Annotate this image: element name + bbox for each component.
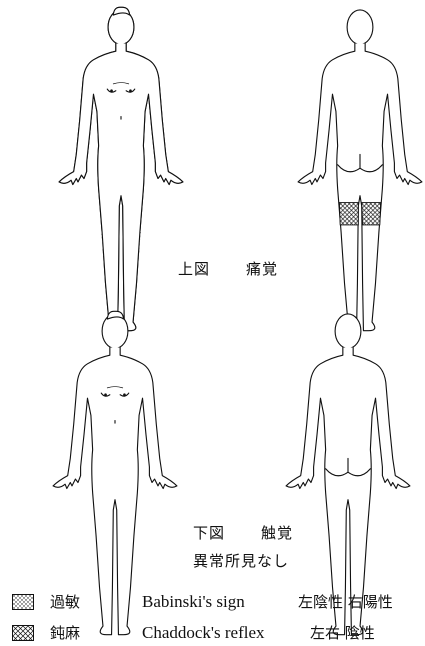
upper-back-shading [339, 203, 380, 225]
reflex-result-babinski: 左陰性 右陽性 [298, 591, 393, 612]
legend-label-hypo: 鈍麻 [50, 622, 142, 643]
crosshatch-swatch-icon [12, 625, 34, 641]
dots-swatch-icon [12, 594, 34, 610]
lower-caption: 下図 触覚 [193, 522, 293, 543]
legend-row-2: 鈍麻 Chaddock's reflex 左右 陰性 [12, 622, 375, 643]
upper-front-figure [59, 7, 183, 330]
lower-back-figure [286, 314, 410, 635]
upper-caption-view: 上図 [178, 260, 210, 278]
reflex-result-chaddock: 左右 陰性 [310, 622, 375, 643]
lower-caption-view: 下図 [193, 524, 225, 542]
legend-label-hyper: 過敏 [50, 591, 142, 612]
upper-caption-test: 痛覚 [246, 260, 278, 278]
lower-front-figure [53, 311, 177, 634]
reflex-name-chaddock: Chaddock's reflex [142, 623, 310, 643]
upper-caption: 上図 痛覚 [178, 258, 278, 279]
legend-row-1: 過敏 Babinski's sign 左陰性 右陽性 [12, 591, 393, 612]
lower-caption-finding: 異常所見なし [193, 550, 289, 571]
reflex-name-babinski: Babinski's sign [142, 592, 298, 612]
lower-caption-test: 触覚 [261, 524, 293, 542]
upper-back-figure [298, 10, 422, 331]
